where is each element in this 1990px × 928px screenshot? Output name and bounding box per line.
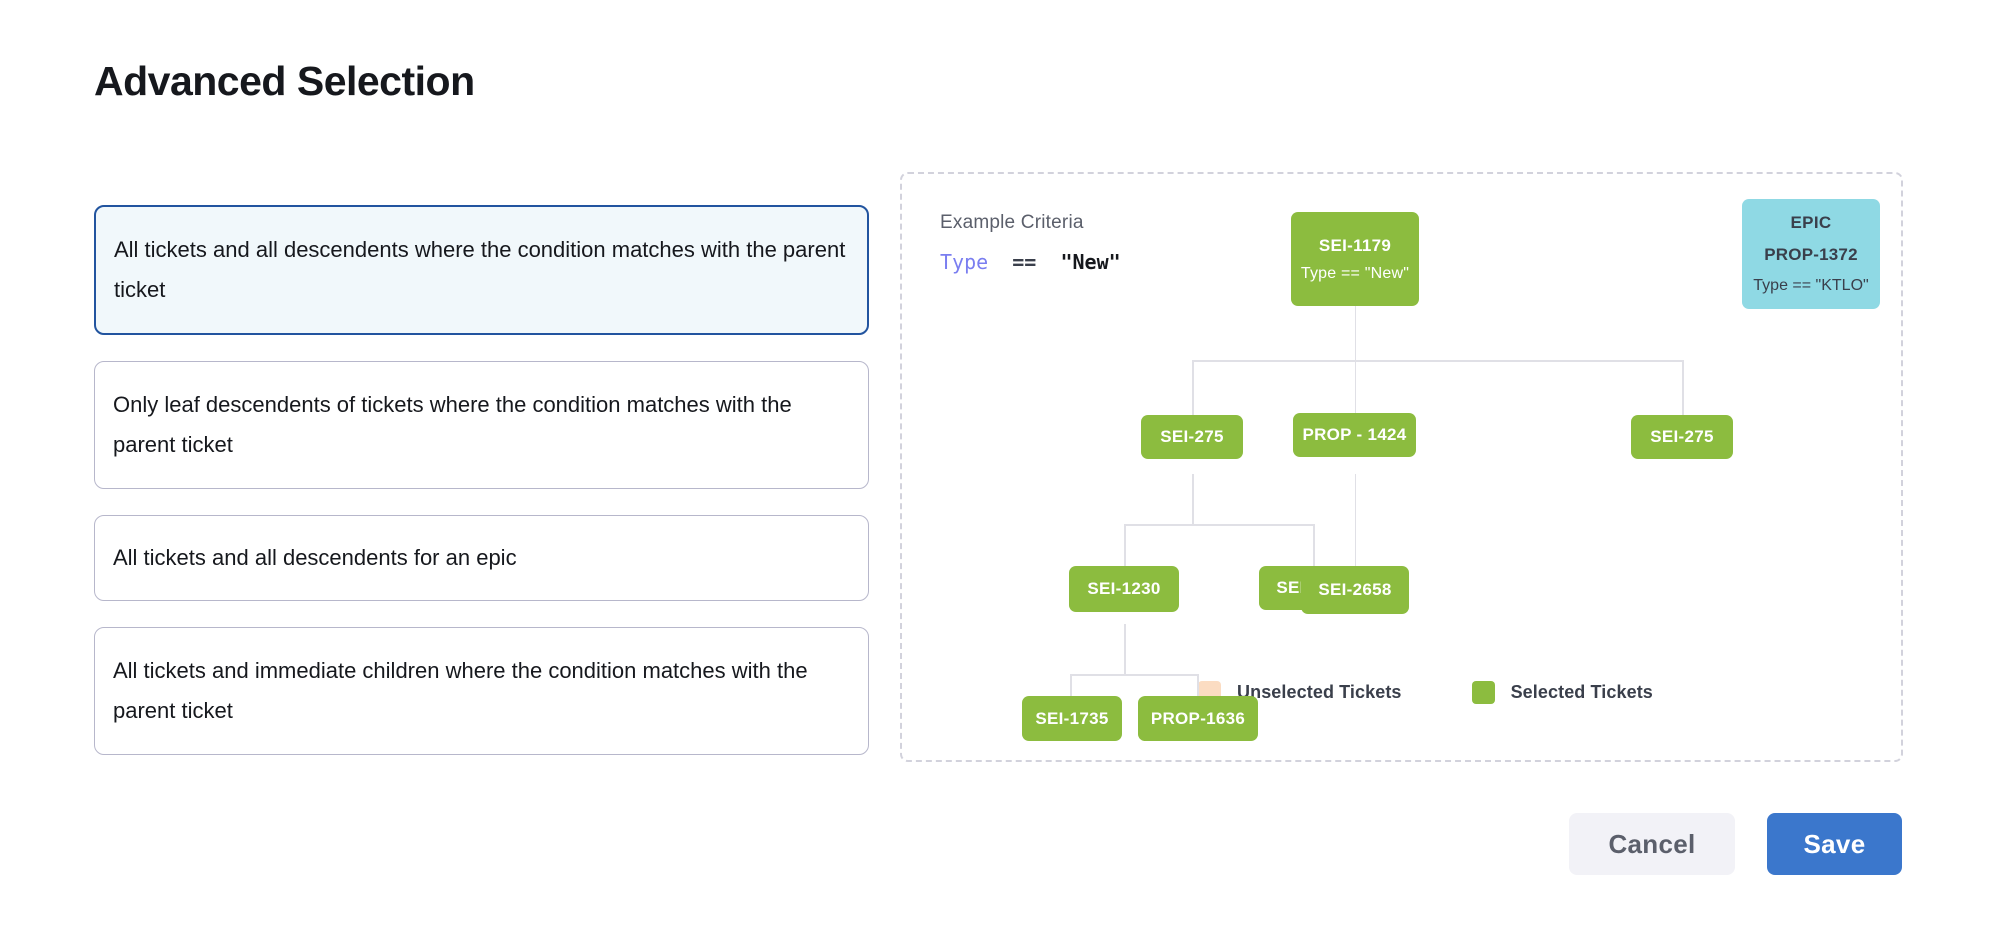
selection-options-list: All tickets and all descendents where th… bbox=[94, 205, 869, 781]
criteria-expression: Type == "New" bbox=[940, 250, 1121, 274]
selected-ticket-swatch-icon bbox=[1471, 681, 1495, 704]
example-diagram-panel: Example Criteria Type == "New" SEI-1179 … bbox=[900, 172, 1903, 762]
edge-to-prop1636 bbox=[1197, 674, 1199, 716]
diagram-legend: Unselected Tickets Selected Tickets bbox=[1198, 681, 1653, 704]
edge-sei1179-trunk bbox=[1354, 306, 1356, 361]
dialog-footer-actions: Cancel Save bbox=[1569, 813, 1902, 875]
edge-to-sei1230 bbox=[1124, 524, 1126, 566]
legend-label: Unselected Tickets bbox=[1237, 682, 1402, 702]
option-card-leaf-descendents-condition[interactable]: Only leaf descendents of tickets where t… bbox=[94, 361, 869, 489]
node-id: SEI-275 bbox=[1160, 427, 1224, 446]
criteria-block: Example Criteria Type == "New" bbox=[940, 212, 1121, 274]
tree-node-epic-prop-1372[interactable]: EPIC PROP-1372 Type == "KTLO" bbox=[1742, 199, 1880, 309]
node-id: PROP-1372 bbox=[1764, 245, 1858, 264]
criteria-field: Type bbox=[940, 250, 989, 274]
criteria-label: Example Criteria bbox=[940, 212, 1084, 233]
node-id: SEI-1735 bbox=[1035, 708, 1109, 728]
option-card-all-descendents-epic[interactable]: All tickets and all descendents for an e… bbox=[94, 515, 869, 601]
tree-node-prop-1636[interactable]: PROP-1636 bbox=[1138, 696, 1258, 741]
tree-node-sei-1735-leaf[interactable]: SEI-1735 bbox=[1022, 696, 1122, 741]
node-id: PROP - 1424 bbox=[1302, 425, 1407, 444]
node-id: SEI-275 bbox=[1650, 427, 1714, 446]
tree-node-sei-2658[interactable]: SEI-2658 bbox=[1301, 566, 1409, 614]
legend-label: Selected Tickets bbox=[1510, 682, 1653, 702]
criteria-operator: == bbox=[1012, 250, 1037, 274]
cancel-button[interactable]: Cancel bbox=[1569, 813, 1735, 875]
criteria-value: "New" bbox=[1060, 250, 1121, 274]
option-label: All tickets and all descendents for an e… bbox=[113, 545, 517, 570]
save-button[interactable]: Save bbox=[1767, 813, 1902, 875]
node-condition: Type == "New" bbox=[1300, 264, 1410, 282]
edge-sei1230-trunk bbox=[1124, 624, 1126, 674]
option-label: Only leaf descendents of tickets where t… bbox=[113, 392, 792, 457]
edge-level2-bus bbox=[1192, 360, 1683, 362]
option-card-immediate-children-condition[interactable]: All tickets and immediate children where… bbox=[94, 627, 869, 755]
edge-prop1424-to-sei2658 bbox=[1354, 474, 1356, 566]
tree-node-prop-1424[interactable]: PROP - 1424 bbox=[1293, 413, 1416, 457]
node-id: SEI-1179 bbox=[1318, 235, 1392, 255]
node-condition: Type == "KTLO" bbox=[1753, 277, 1869, 294]
edge-to-sei1735-leaf bbox=[1070, 674, 1072, 716]
node-type: EPIC bbox=[1790, 213, 1832, 232]
edge-sei275-trunk bbox=[1192, 474, 1194, 524]
node-id: SEI-2658 bbox=[1318, 580, 1392, 599]
option-label: All tickets and immediate children where… bbox=[113, 658, 808, 723]
tree-node-sei-275-left[interactable]: SEI-275 bbox=[1141, 415, 1243, 459]
edge-to-prop1424 bbox=[1354, 360, 1356, 415]
legend-item-selected: Selected Tickets bbox=[1471, 681, 1653, 704]
tree-node-sei-275-right[interactable]: SEI-275 bbox=[1631, 415, 1733, 459]
edge-level3-bus bbox=[1124, 524, 1314, 526]
edge-to-sei1735-mid bbox=[1313, 524, 1315, 566]
tree-node-sei-1179[interactable]: SEI-1179 Type == "New" bbox=[1291, 212, 1419, 306]
edge-level4-bus bbox=[1070, 674, 1198, 676]
edge-to-sei275-left bbox=[1192, 360, 1194, 415]
node-id: SEI-1230 bbox=[1087, 579, 1161, 598]
option-label: All tickets and all descendents where th… bbox=[114, 237, 846, 302]
option-card-all-descendents-condition[interactable]: All tickets and all descendents where th… bbox=[94, 205, 869, 335]
node-id: PROP-1636 bbox=[1150, 708, 1246, 728]
tree-node-sei-1230[interactable]: SEI-1230 bbox=[1069, 566, 1179, 612]
edge-to-sei275-right bbox=[1682, 360, 1684, 415]
page-title: Advanced Selection bbox=[94, 58, 475, 104]
